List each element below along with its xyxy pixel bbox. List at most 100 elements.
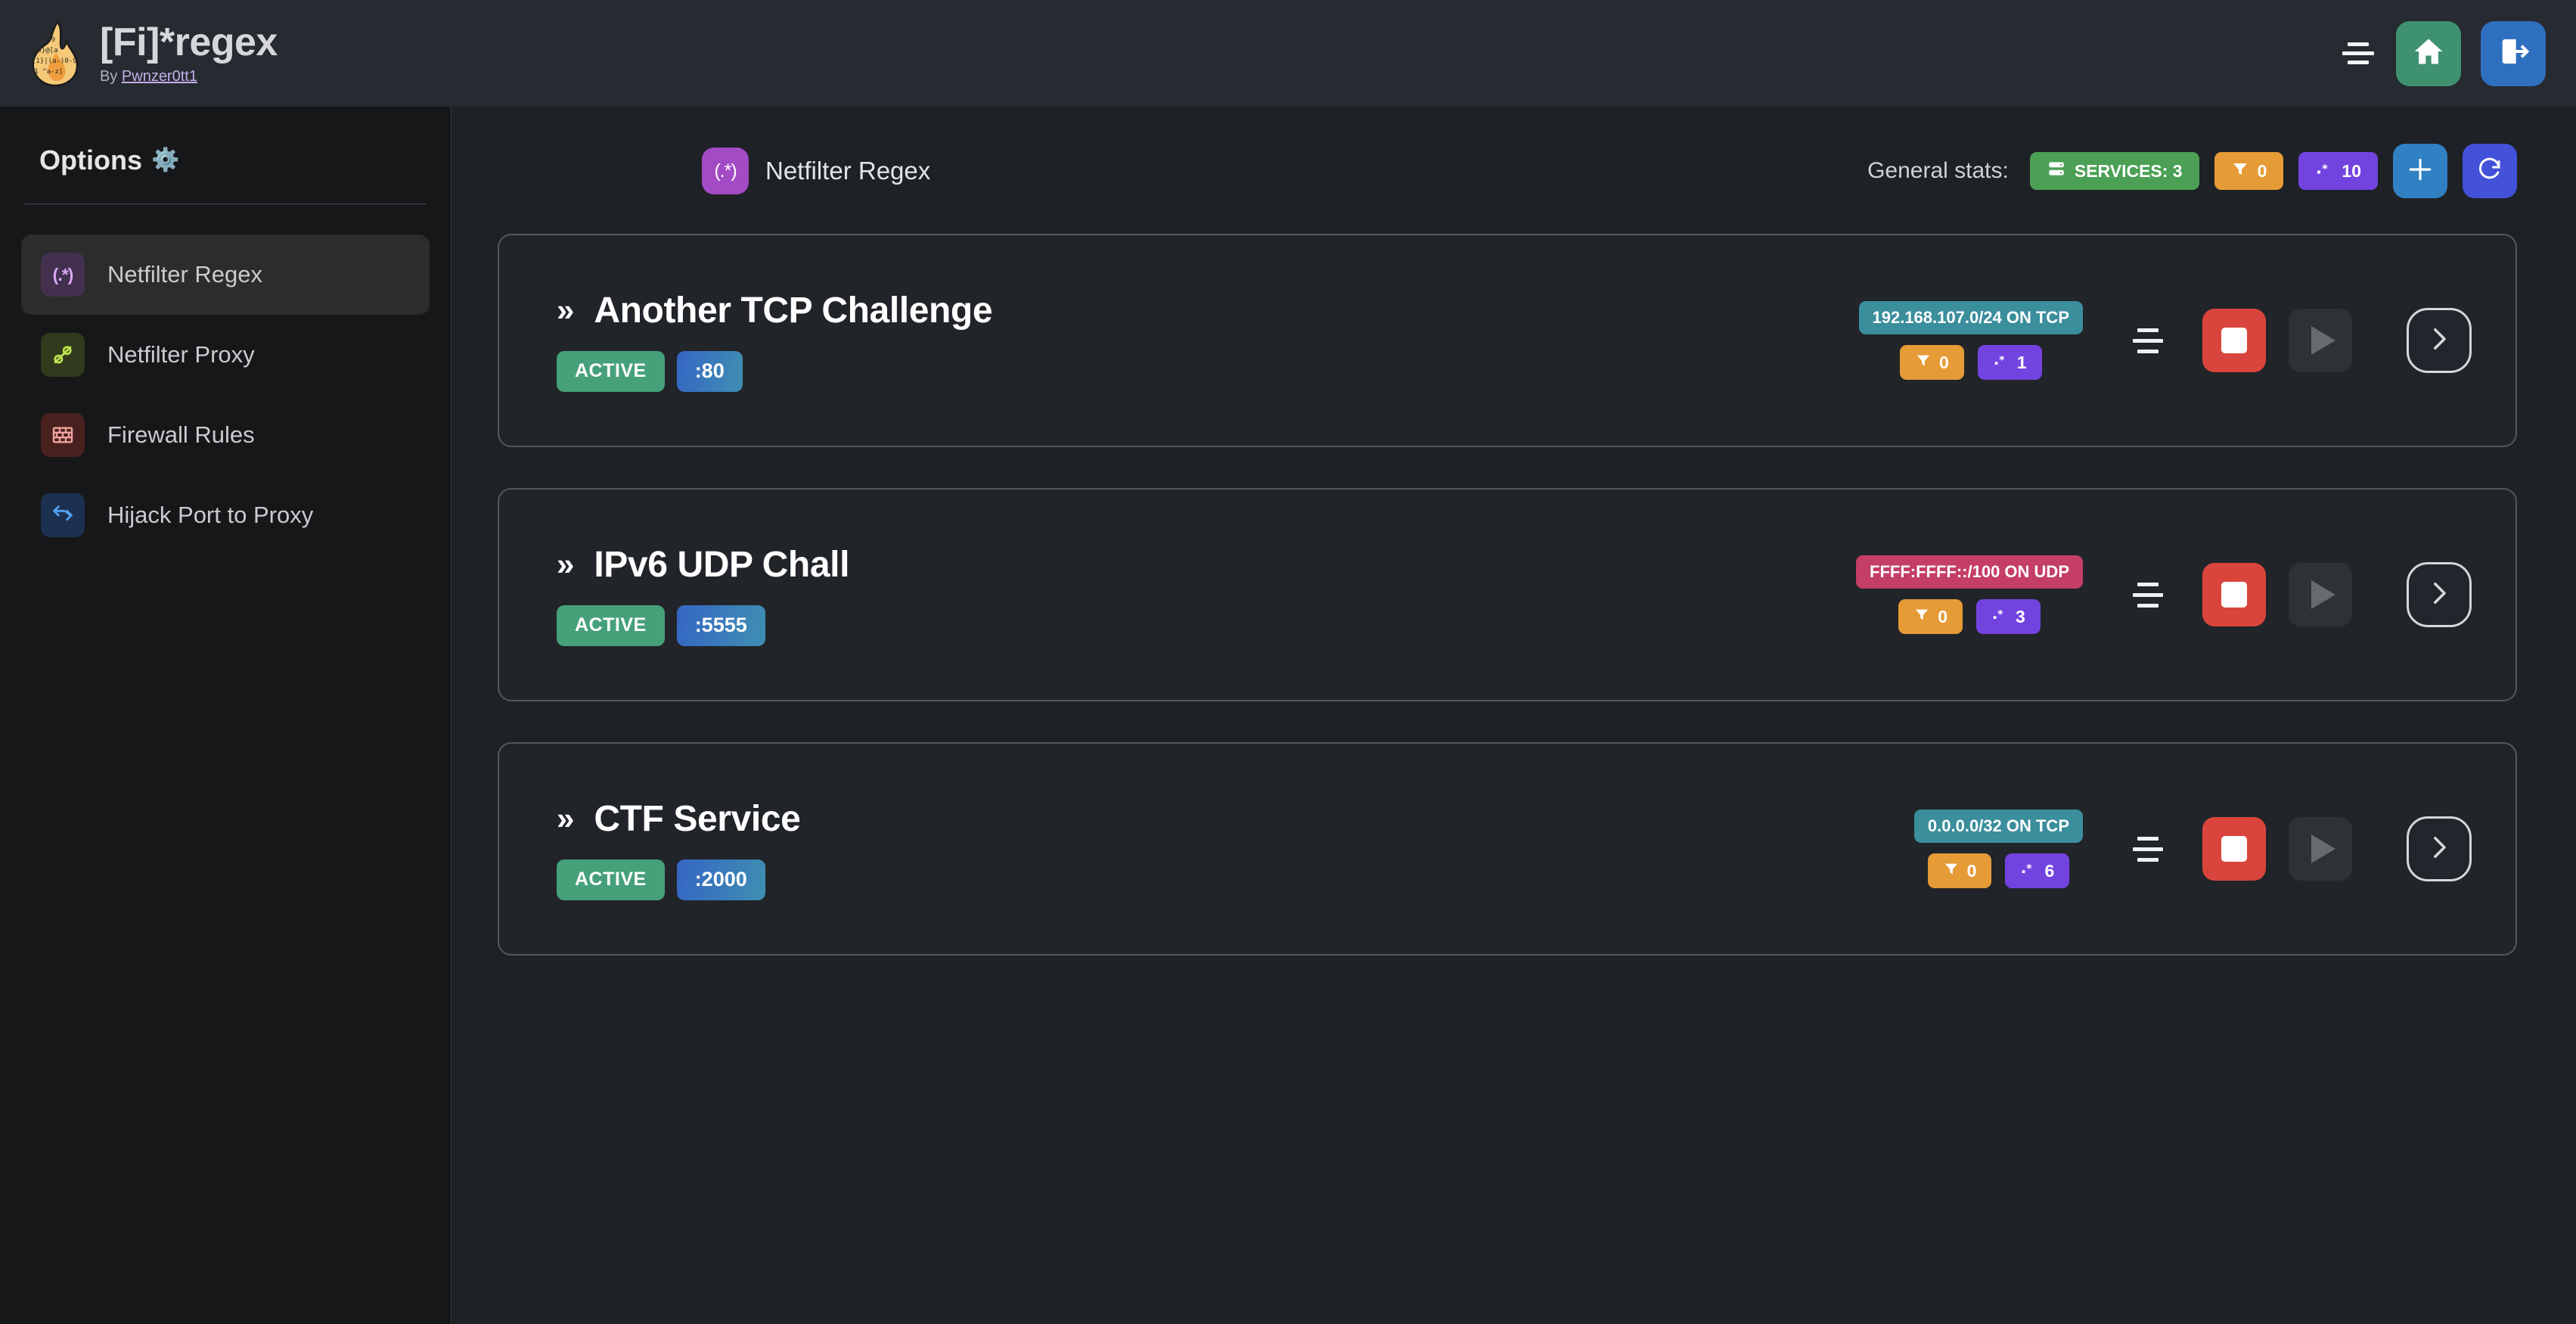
logout-button[interactable] xyxy=(2481,20,2546,86)
status-badge-services: SERVICES: 3 xyxy=(2029,152,2199,190)
service-network-info: 192.168.107.0/24 ON TCP 0 * 1 xyxy=(1858,301,2083,380)
regexes-count-label: 6 xyxy=(2044,860,2055,881)
main-topbar: (.*) Netfilter Regex General stats: SERV… xyxy=(498,144,2531,198)
drag-handle-icon[interactable] xyxy=(2128,319,2168,362)
svg-text:*: * xyxy=(1999,355,2004,367)
filters-count-label: 0 xyxy=(1966,860,1977,881)
gear-icon: ⚙️ xyxy=(151,148,180,172)
chevron-right-icon xyxy=(2423,577,2455,613)
double-chevron-icon: » xyxy=(557,546,575,582)
refresh-button[interactable] xyxy=(2463,144,2517,198)
service-list: » Another TCP Challenge ACTIVE :80 192.1… xyxy=(498,234,2531,956)
service-card-tags: ACTIVE :5555 xyxy=(557,605,849,646)
filters-counter: 0 xyxy=(1927,853,1992,888)
service-card[interactable]: » IPv6 UDP Chall ACTIVE :5555 FFFF:FFFF:… xyxy=(498,488,2517,701)
open-service-button[interactable] xyxy=(2407,562,2472,627)
sidebar-item-netfilter-proxy[interactable]: Netfilter Proxy xyxy=(21,315,430,395)
sidebar-item-netfilter-regex[interactable]: (.*) Netfilter Regex xyxy=(21,235,430,315)
service-counters: 0 * 6 xyxy=(1927,853,2070,888)
drag-handle-icon[interactable] xyxy=(2128,828,2168,870)
author-prefix: By xyxy=(100,67,122,85)
sidebar-heading-label: Options xyxy=(39,145,142,176)
brick-wall-icon xyxy=(41,413,85,457)
filter-icon xyxy=(2231,160,2249,182)
play-icon xyxy=(2311,580,2335,609)
service-network-info: FFFF:FFFF::/100 ON UDP 0 * 3 xyxy=(1856,555,2083,634)
service-counters: 0 * 3 xyxy=(1898,599,2041,634)
service-card-title: » CTF Service xyxy=(557,798,801,840)
sidebar-nav: (.*) Netfilter Regex Netfilter Proxy xyxy=(0,235,451,555)
sidebar-item-hijack-port-to-proxy[interactable]: Hijack Port to Proxy xyxy=(21,475,430,555)
play-button[interactable] xyxy=(2289,563,2352,626)
home-button[interactable] xyxy=(2396,20,2461,86)
sidebar-item-firewall-rules[interactable]: Firewall Rules xyxy=(21,395,430,475)
sidebar-heading: Options ⚙️ xyxy=(0,145,451,176)
general-stats-label: General stats: xyxy=(1867,158,2009,183)
sidebar: Options ⚙️ (.*) Netfilter Regex Netfilte… xyxy=(0,107,452,1324)
network-badge: 192.168.107.0/24 ON TCP xyxy=(1858,301,2083,334)
service-card-actions: 0.0.0.0/32 ON TCP 0 * 6 xyxy=(1913,810,2472,888)
status-badge: ACTIVE xyxy=(557,859,665,900)
refresh-icon xyxy=(2476,156,2503,187)
service-name: IPv6 UDP Chall xyxy=(594,544,850,585)
play-icon xyxy=(2311,326,2335,355)
hamburger-menu-icon[interactable] xyxy=(2340,36,2376,72)
regex-icon: (.*) xyxy=(702,148,749,194)
status-badge-filters: 0 xyxy=(2214,152,2284,190)
stop-icon xyxy=(2221,328,2247,353)
sidebar-item-label: Hijack Port to Proxy xyxy=(107,502,314,528)
filters-counter: 0 xyxy=(1898,599,1963,634)
page-title-label: Netfilter Regex xyxy=(765,157,931,185)
filter-icon xyxy=(1915,352,1932,373)
regex-dotstar-icon: * xyxy=(1991,606,2008,627)
regexes-count-label: 10 xyxy=(2342,160,2361,181)
add-service-button[interactable] xyxy=(2393,144,2447,198)
stop-icon xyxy=(2221,836,2247,862)
service-name: CTF Service xyxy=(594,798,801,839)
open-service-button[interactable] xyxy=(2407,816,2472,881)
service-card-actions: FFFF:FFFF::/100 ON UDP 0 * 3 xyxy=(1856,555,2472,634)
flame-regex-logo-icon: -z0-9 20}@[a {1}|(a-)0-9] \1 ^a-z] xyxy=(27,20,83,87)
server-icon xyxy=(2047,159,2066,183)
svg-text:*: * xyxy=(2027,863,2032,875)
stop-icon xyxy=(2221,582,2247,608)
services-count-label: SERVICES: 3 xyxy=(2074,160,2183,181)
service-card-info: » CTF Service ACTIVE :2000 xyxy=(557,798,801,900)
double-chevron-icon: » xyxy=(557,800,575,836)
page-title: (.*) Netfilter Regex xyxy=(702,148,930,194)
service-card-tags: ACTIVE :80 xyxy=(557,350,992,392)
filters-count-label: 0 xyxy=(1938,352,1949,372)
regexes-counter: * 3 xyxy=(1976,599,2041,634)
chevron-right-icon xyxy=(2423,323,2455,359)
stop-button[interactable] xyxy=(2202,563,2266,626)
svg-text:20}@[a: 20}@[a xyxy=(33,47,58,54)
regex-dotstar-icon: * xyxy=(2020,860,2037,881)
sidebar-item-label: Netfilter Proxy xyxy=(107,341,255,368)
status-badge: ACTIVE xyxy=(557,605,665,646)
svg-text:{1}|(a-)0-9]: {1}|(a-)0-9] xyxy=(32,57,81,65)
svg-text:-z0-9: -z0-9 xyxy=(35,36,55,44)
general-stats: General stats: SERVICES: 3 xyxy=(1867,144,2517,198)
service-card[interactable]: » Another TCP Challenge ACTIVE :80 192.1… xyxy=(498,234,2517,447)
stop-button[interactable] xyxy=(2202,309,2266,372)
regexes-counter: * 6 xyxy=(2005,853,2070,888)
brand: -z0-9 20}@[a {1}|(a-)0-9] \1 ^a-z] [Fi]*… xyxy=(27,20,278,87)
header-actions xyxy=(2340,20,2546,86)
stop-button[interactable] xyxy=(2202,817,2266,881)
play-button[interactable] xyxy=(2289,817,2352,881)
service-card-title: » Another TCP Challenge xyxy=(557,290,993,331)
main-content: (.*) Netfilter Regex General stats: SERV… xyxy=(452,107,2576,1324)
play-button[interactable] xyxy=(2289,309,2352,372)
chevron-right-icon xyxy=(2423,831,2455,867)
filters-count-label: 0 xyxy=(2257,160,2267,181)
network-badge: 0.0.0.0/32 ON TCP xyxy=(1913,810,2083,843)
play-icon xyxy=(2311,834,2335,863)
service-card[interactable]: » CTF Service ACTIVE :2000 0.0.0.0/32 ON… xyxy=(498,742,2517,956)
sidebar-item-label: Firewall Rules xyxy=(107,421,255,448)
service-counters: 0 * 1 xyxy=(1899,345,2042,380)
drag-handle-icon[interactable] xyxy=(2128,573,2168,616)
author-link[interactable]: Pwnzer0tt1 xyxy=(121,67,197,85)
regex-icon: (.*) xyxy=(41,253,85,297)
open-service-button[interactable] xyxy=(2407,308,2472,373)
port-badge: :5555 xyxy=(676,605,765,646)
